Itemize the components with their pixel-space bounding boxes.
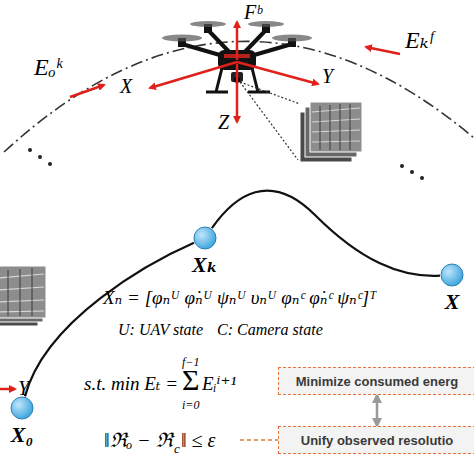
axis-label: Fᵇ [244,2,262,22]
camera-image [300,102,362,162]
node-circle [193,226,217,250]
state-label: Xₖ [192,254,218,276]
node-circle [10,396,34,420]
trajectory-curve [212,191,440,276]
energy-arrow [70,85,104,97]
state-formula: Xₙ = [φₙᵁ φ̇ₙᵁ ψₙᵁ υₙᵁ φₙᶜ φ̇ₙᶜ ψₙᶜ]ᵀ [103,288,376,307]
state-label: X₀ [11,424,33,446]
state-node: X [440,263,464,287]
axis-label: X [120,76,132,96]
energy-label: Eₖᶠ [405,28,433,52]
state-label: X [445,291,460,313]
trajectory-curve [25,243,194,397]
camera-image [0,266,46,326]
objective-formula: s.t. min Eₜ = [84,374,178,393]
energy-label: Eₒᵏ [34,55,62,79]
state-node: X₀ [10,396,34,420]
leader-line [240,439,278,441]
constraint-formula: ‖ ≤ ε [181,430,215,450]
axis-label: Z [218,112,229,132]
axis-label: Y [322,66,333,86]
body-axes [150,22,318,122]
constraint-box: Unify observed resolutio [278,426,474,454]
node-circle [440,263,464,287]
legend-note: U: UAV state [118,322,203,338]
double-arrow [376,395,379,426]
sum-limit: i=0 [182,399,199,411]
box-text: Minimize consumed energ [296,375,459,388]
box-text: Unify observed resolutio [301,434,453,447]
constraint-formula: ‖ℜₒ − ℜ [104,430,173,450]
sum-symbol: Σ [182,365,199,395]
axis-label: Y [18,378,29,398]
camera-frustum [240,82,300,160]
trajectory-arc [4,41,474,152]
objective-box: Minimize consumed energ [278,367,474,395]
objective-formula: Eᵢⁱ⁺¹ [202,374,236,393]
axis-arrow [0,388,15,391]
legend-note: C: Camera state [217,322,323,338]
state-node: Xₖ [193,226,217,250]
ellipsis-dots [28,148,424,180]
constraint-formula: c [174,442,180,455]
energy-arrow [366,47,400,54]
